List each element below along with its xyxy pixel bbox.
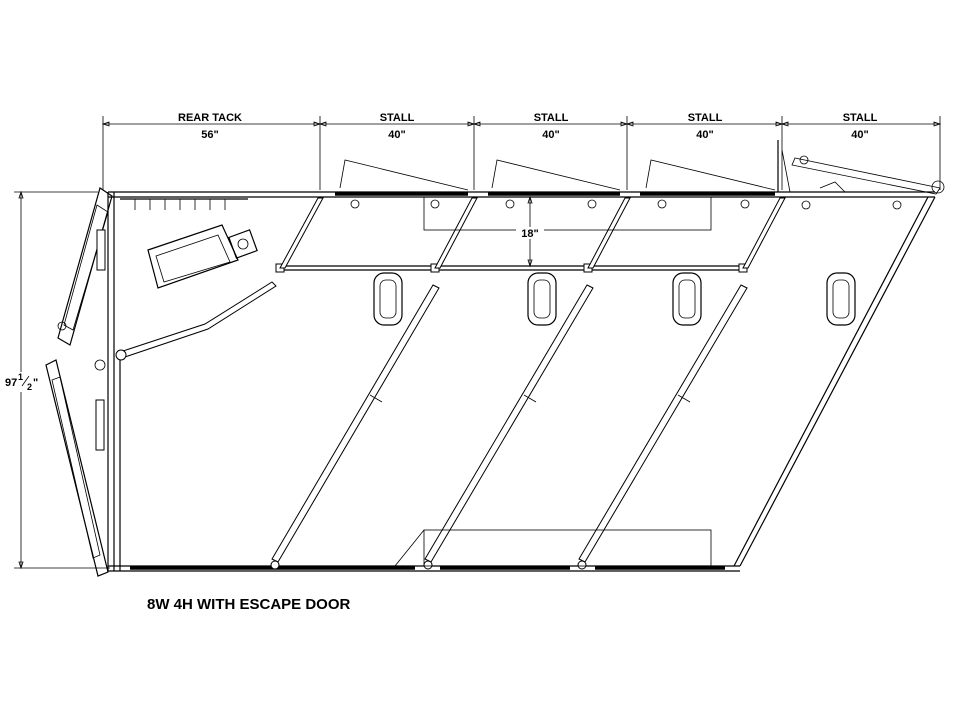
height-whole: 97 (5, 377, 17, 389)
drop-windows (339, 159, 776, 209)
height-unit: " (33, 377, 38, 389)
rear-door-lower (45, 359, 109, 577)
escape-door (777, 140, 945, 210)
window-drop-label: 18" (521, 228, 538, 240)
stall-4-dimension: 40" (851, 129, 868, 141)
rear-door-upper (57, 187, 113, 346)
stall-3-dimension: 40" (696, 129, 713, 141)
stall-2-label: STALL (534, 112, 569, 124)
head-gates (279, 197, 786, 269)
tack-divider (115, 281, 277, 361)
height-fraction-denominator: 2 (27, 382, 32, 392)
saddle (147, 224, 258, 289)
saddle-rack (120, 198, 248, 210)
stall-1-label: STALL (380, 112, 415, 124)
stall-windows (373, 272, 856, 326)
rear-tack-dimension: 56" (201, 129, 218, 141)
stall-4-label: STALL (843, 112, 878, 124)
height-fraction-numerator: 1 (18, 372, 23, 382)
height-dimension-line (14, 190, 110, 570)
bottom-feed-box (394, 529, 712, 567)
top-dimension-line (101, 116, 942, 190)
stall-1-dimension: 40" (388, 129, 405, 141)
window-drop-dimension (423, 195, 712, 268)
trailer-outline (107, 191, 936, 572)
stall-dividers (270, 284, 748, 570)
rear-tack-label: REAR TACK (178, 112, 242, 124)
diagram-caption: 8W 4H WITH ESCAPE DOOR (147, 596, 351, 613)
stall-3-label: STALL (688, 112, 723, 124)
height-dimension-label: 97 1 2 " (5, 372, 41, 392)
head-rail (275, 263, 748, 273)
stall-2-dimension: 40" (542, 129, 559, 141)
